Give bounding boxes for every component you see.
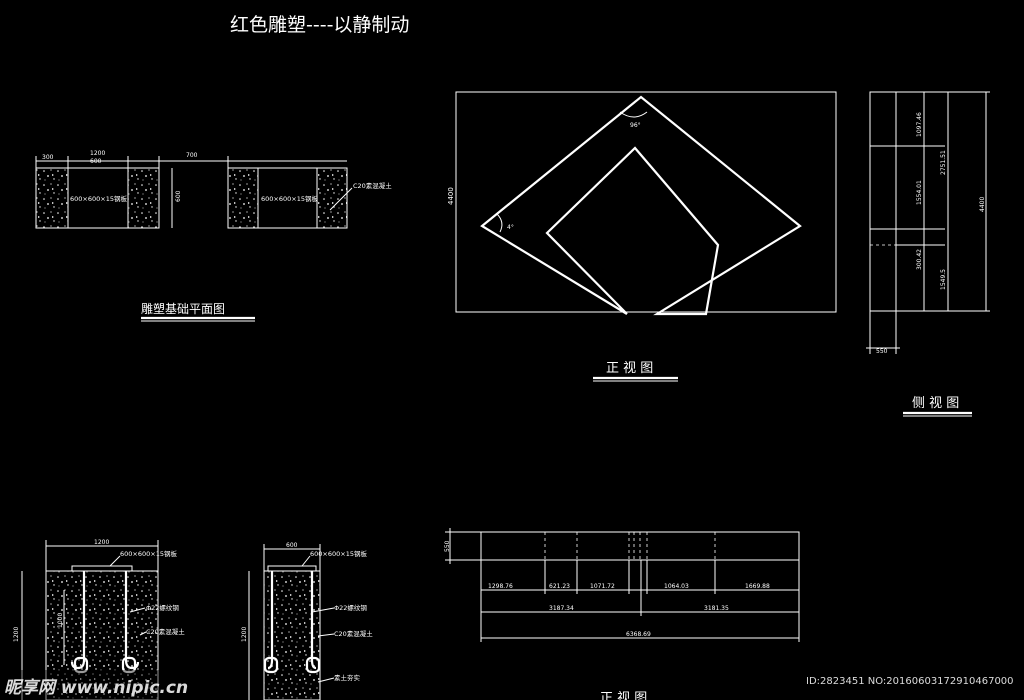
- bottom-thickness: 550: [444, 540, 451, 552]
- side-width: 550: [876, 348, 888, 355]
- front-view: 4400 96° 4° 正 视 图: [447, 91, 837, 382]
- side-h1: 1097.46: [916, 112, 923, 137]
- dim-height: 600: [175, 190, 182, 202]
- section-right: 600 1200 600×600×15钢板 Φ22螺纹钢 C20素混凝土 素土夯…: [241, 542, 373, 700]
- section-left: 1200 1200 1000 600×600×15钢板 Φ22螺纹钢 C20素混…: [13, 539, 185, 700]
- sec-right-plate: 600×600×15钢板: [310, 549, 367, 558]
- sec-left-rebar: Φ22螺纹钢: [146, 603, 179, 612]
- side-view: 1097.46 1554.01 300.42 1549.5 2751.51 44…: [866, 91, 990, 417]
- dim-600: 600: [90, 158, 102, 165]
- bottom-view-label: 正 视 图: [600, 691, 647, 700]
- watermark-id: ID:2823451 NO:20160603172910467000: [806, 676, 1014, 687]
- side-h3: 300.42: [916, 249, 923, 270]
- angle-left: 4°: [507, 224, 514, 231]
- sec-right-soil: 素土夯实: [334, 673, 361, 682]
- plate-label-right: 600×600×15钢板: [261, 194, 318, 203]
- dim-300: 300: [42, 154, 54, 161]
- foundation-plan-label: 雕塑基础平面图: [141, 301, 225, 316]
- half-right: 3181.35: [704, 605, 729, 612]
- seg-1: 1298.76: [488, 583, 513, 590]
- foundation-plan: 300 1200 600 700 600×600×15钢板 600 600×60…: [35, 150, 392, 322]
- angle-top: 96°: [630, 122, 641, 129]
- seg-2: 621.23: [549, 583, 570, 590]
- seg-5: 1669.88: [745, 583, 770, 590]
- dim-1200: 1200: [90, 150, 105, 157]
- drawing-title: 红色雕塑----以静制动: [230, 14, 409, 36]
- sec-left-depth: 1000: [57, 613, 64, 628]
- side-view-label: 侧 视 图: [912, 396, 959, 411]
- seg-4: 1064.03: [664, 583, 689, 590]
- total-length: 6368.69: [626, 631, 651, 638]
- seg-3: 1071.72: [590, 583, 615, 590]
- front-view-label: 正 视 图: [606, 361, 653, 376]
- dim-700: 700: [186, 152, 198, 159]
- bottom-elevation: 550 1298.76 621.23 1071.72 1064.03 1669.…: [444, 528, 800, 700]
- plate-label-left: 600×600×15钢板: [70, 194, 127, 203]
- side-h4: 1549.5: [940, 269, 947, 290]
- side-total-upper: 2751.51: [940, 150, 947, 175]
- front-height-dim: 4400: [447, 187, 455, 205]
- half-left: 3187.34: [549, 605, 574, 612]
- sec-left-width: 1200: [94, 539, 109, 546]
- concrete-label: C20素混凝土: [353, 181, 392, 190]
- side-h2: 1554.01: [916, 180, 923, 205]
- sec-right-concrete: C20素混凝土: [334, 629, 373, 638]
- sec-left-concrete: C20素混凝土: [146, 627, 185, 636]
- side-total: 4400: [979, 197, 986, 212]
- sec-right-rebar: Φ22螺纹钢: [334, 603, 367, 612]
- sec-left-plate: 600×600×15钢板: [120, 549, 177, 558]
- sec-right-width: 600: [286, 542, 298, 549]
- sec-left-height: 1200: [13, 627, 20, 642]
- sec-right-height: 1200: [241, 627, 248, 642]
- watermark-logo: 昵享网 www.nipic.cn: [4, 678, 188, 698]
